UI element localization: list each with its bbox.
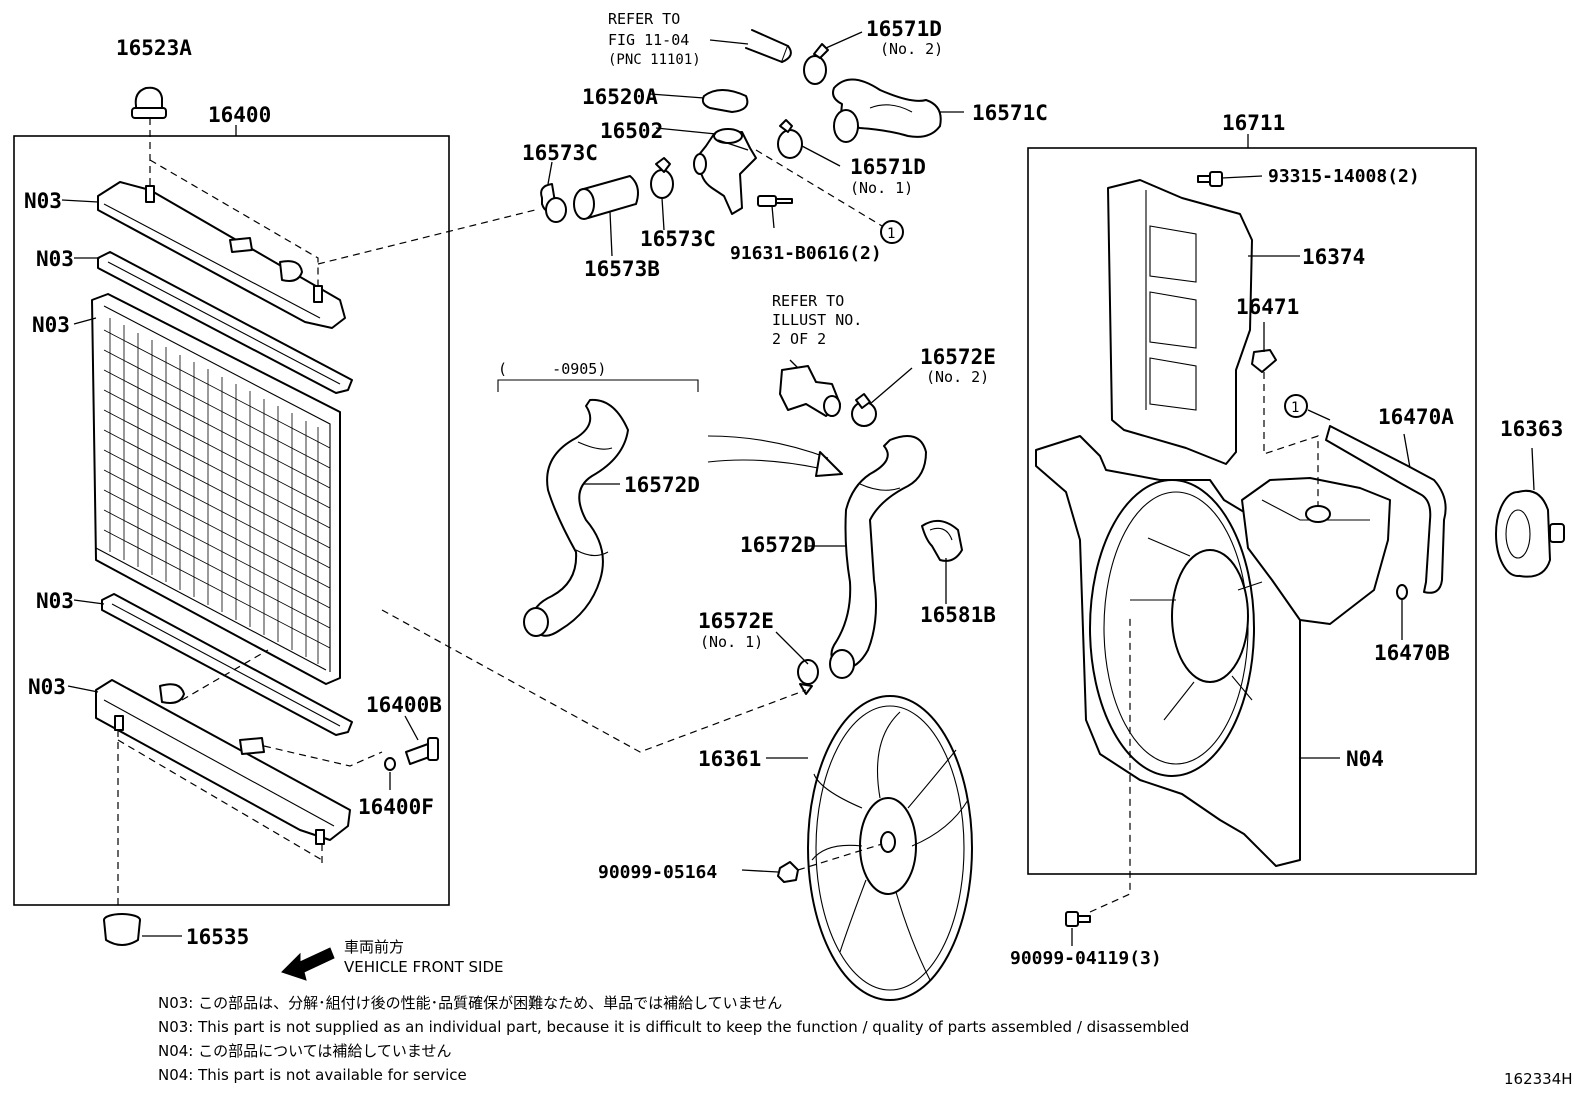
label-16400F: 16400F <box>358 795 434 819</box>
vehicle-front-en: VEHICLE FRONT SIDE <box>344 958 504 976</box>
part-93315-screw[interactable] <box>1197 171 1223 187</box>
reference-mark-1b <box>1284 394 1308 418</box>
label-16471: 16471 <box>1236 295 1299 319</box>
part-16400F-o-ring[interactable] <box>384 757 396 790</box>
label-N03-lower-gasket: N03 <box>36 589 74 613</box>
part-N04-shroud[interactable] <box>1035 435 1301 867</box>
label-90099-05164: 90099-05164 <box>598 862 717 883</box>
label-16400: 16400 <box>208 103 271 127</box>
label-16572E-no1: 16572E <box>698 609 774 633</box>
label-16581B: 16581B <box>920 603 996 627</box>
note-N04-jp: N04: この部品については補給していません <box>158 1042 451 1060</box>
part-16523A-cushion[interactable] <box>131 86 167 119</box>
part-16361-fan[interactable] <box>807 695 973 1001</box>
vehicle-front-arrow-icon <box>281 947 335 981</box>
fan-shroud-group-frame <box>1027 147 1477 875</box>
label-16571D-no1-sub: (No. 1) <box>850 179 913 197</box>
label-range: ( -0905) <box>498 360 606 378</box>
reference-mark-1b-text: 1 <box>1291 400 1299 416</box>
part-reserve-tank[interactable] <box>1241 477 1391 625</box>
refer-fig-line1: REFER TO <box>608 10 680 28</box>
label-16572E-no1-sub: (No. 1) <box>700 633 763 651</box>
radiator-upper-tank[interactable] <box>97 181 346 329</box>
part-16470A-hose[interactable] <box>1325 425 1447 594</box>
label-16535: 16535 <box>186 925 249 949</box>
refer-illust-line2: ILLUST NO. <box>772 311 862 329</box>
note-N03-en: N03: This part is not supplied as an ind… <box>158 1018 1189 1036</box>
label-16470A: 16470A <box>1378 405 1454 429</box>
note-N03-jp: N03: この部品は、分解･組付け後の性能･品質確保が困難なため、単品では補給し… <box>158 994 782 1012</box>
part-16572E-clamp-no2[interactable] <box>851 393 877 427</box>
label-16572D-b: 16572D <box>740 533 816 557</box>
part-16400B-drain-cock[interactable] <box>404 715 439 765</box>
part-16535-cushion[interactable] <box>103 913 141 946</box>
radiator-lower-gasket <box>101 593 353 736</box>
part-16374-air-guide[interactable] <box>1107 179 1253 465</box>
part-16573C-clamp-a[interactable] <box>540 183 567 223</box>
label-16572E-no2: 16572E <box>920 345 996 369</box>
label-16470B: 16470B <box>1374 641 1450 665</box>
part-16571C-hose[interactable] <box>832 78 942 143</box>
label-16502: 16502 <box>600 119 663 143</box>
vehicle-front-jp: 車両前方 <box>344 938 404 956</box>
part-16573B-hose[interactable] <box>573 175 639 220</box>
radiator-lower-tank[interactable] <box>95 679 351 845</box>
label-16573C-a: 16573C <box>522 141 598 165</box>
reference-mark-1-text: 1 <box>887 226 895 242</box>
part-90099-04119-bolt[interactable] <box>1065 911 1091 927</box>
range-bracket <box>497 379 699 392</box>
label-16572D-a: 16572D <box>624 473 700 497</box>
refer-illust-line1: REFER TO <box>772 292 844 310</box>
label-16400B: 16400B <box>366 693 442 717</box>
part-16572E-clamp-no1[interactable] <box>797 659 819 695</box>
label-16520A: 16520A <box>582 85 658 109</box>
part-16363-fan-motor[interactable] <box>1495 489 1565 578</box>
label-16571D-no1: 16571D <box>850 155 926 179</box>
part-16471-cap[interactable] <box>1251 349 1277 373</box>
label-16572E-no2-sub: (No. 2) <box>926 368 989 386</box>
refer-fig-line3: (PNC 11101) <box>608 52 701 68</box>
label-N03-upper-tank: N03 <box>24 189 62 213</box>
part-16581B-clamp[interactable] <box>921 519 963 562</box>
figure-id: 162334H <box>1504 1070 1573 1088</box>
label-16711: 16711 <box>1222 111 1285 135</box>
label-16573C-b: 16573C <box>640 227 716 251</box>
label-N03-core: N03 <box>32 313 70 337</box>
label-16571D-no2-sub: (No. 2) <box>880 40 943 58</box>
label-16374: 16374 <box>1302 245 1365 269</box>
radiator-group-frame <box>13 135 450 906</box>
refer-illust-outlet <box>779 365 841 417</box>
part-16573C-clamp-b[interactable] <box>650 157 674 199</box>
part-16520A-radiator-cap[interactable] <box>701 89 749 113</box>
label-90099-04119: 90099-04119(3) <box>1010 948 1162 969</box>
refer-fig-hose <box>745 29 792 63</box>
label-16361: 16361 <box>698 747 761 771</box>
label-16571C: 16571C <box>972 101 1048 125</box>
label-16363: 16363 <box>1500 417 1563 441</box>
note-N04-en: N04: This part is not available for serv… <box>158 1066 467 1084</box>
part-16470B-clip[interactable] <box>1396 584 1408 600</box>
part-16572D-hose-new[interactable] <box>829 435 927 679</box>
radiator-core[interactable] <box>91 293 341 685</box>
part-91631-bolt[interactable] <box>757 195 793 207</box>
refer-fig-line2: FIG 11-04 <box>608 31 689 49</box>
refer-illust-line3: 2 OF 2 <box>772 330 826 348</box>
radiator-upper-gasket <box>97 251 353 394</box>
label-93315: 93315-14008(2) <box>1268 166 1420 187</box>
label-91631: 91631-B0616(2) <box>730 243 882 264</box>
part-16572D-hose-old[interactable] <box>523 398 629 637</box>
label-16571D-no2: 16571D <box>866 17 942 41</box>
part-16502-inlet[interactable] <box>693 128 757 215</box>
label-N03-upper-gasket: N03 <box>36 247 74 271</box>
label-N04: N04 <box>1346 747 1384 771</box>
part-90099-05164-nut[interactable] <box>777 861 799 883</box>
part-16571D-clamp-no2[interactable] <box>803 43 829 85</box>
part-16571D-clamp-no1[interactable] <box>777 119 803 159</box>
label-N03-lower-tank: N03 <box>28 675 66 699</box>
reference-mark-1 <box>880 220 904 244</box>
label-16573B: 16573B <box>584 257 660 281</box>
label-16523A: 16523A <box>116 36 192 60</box>
